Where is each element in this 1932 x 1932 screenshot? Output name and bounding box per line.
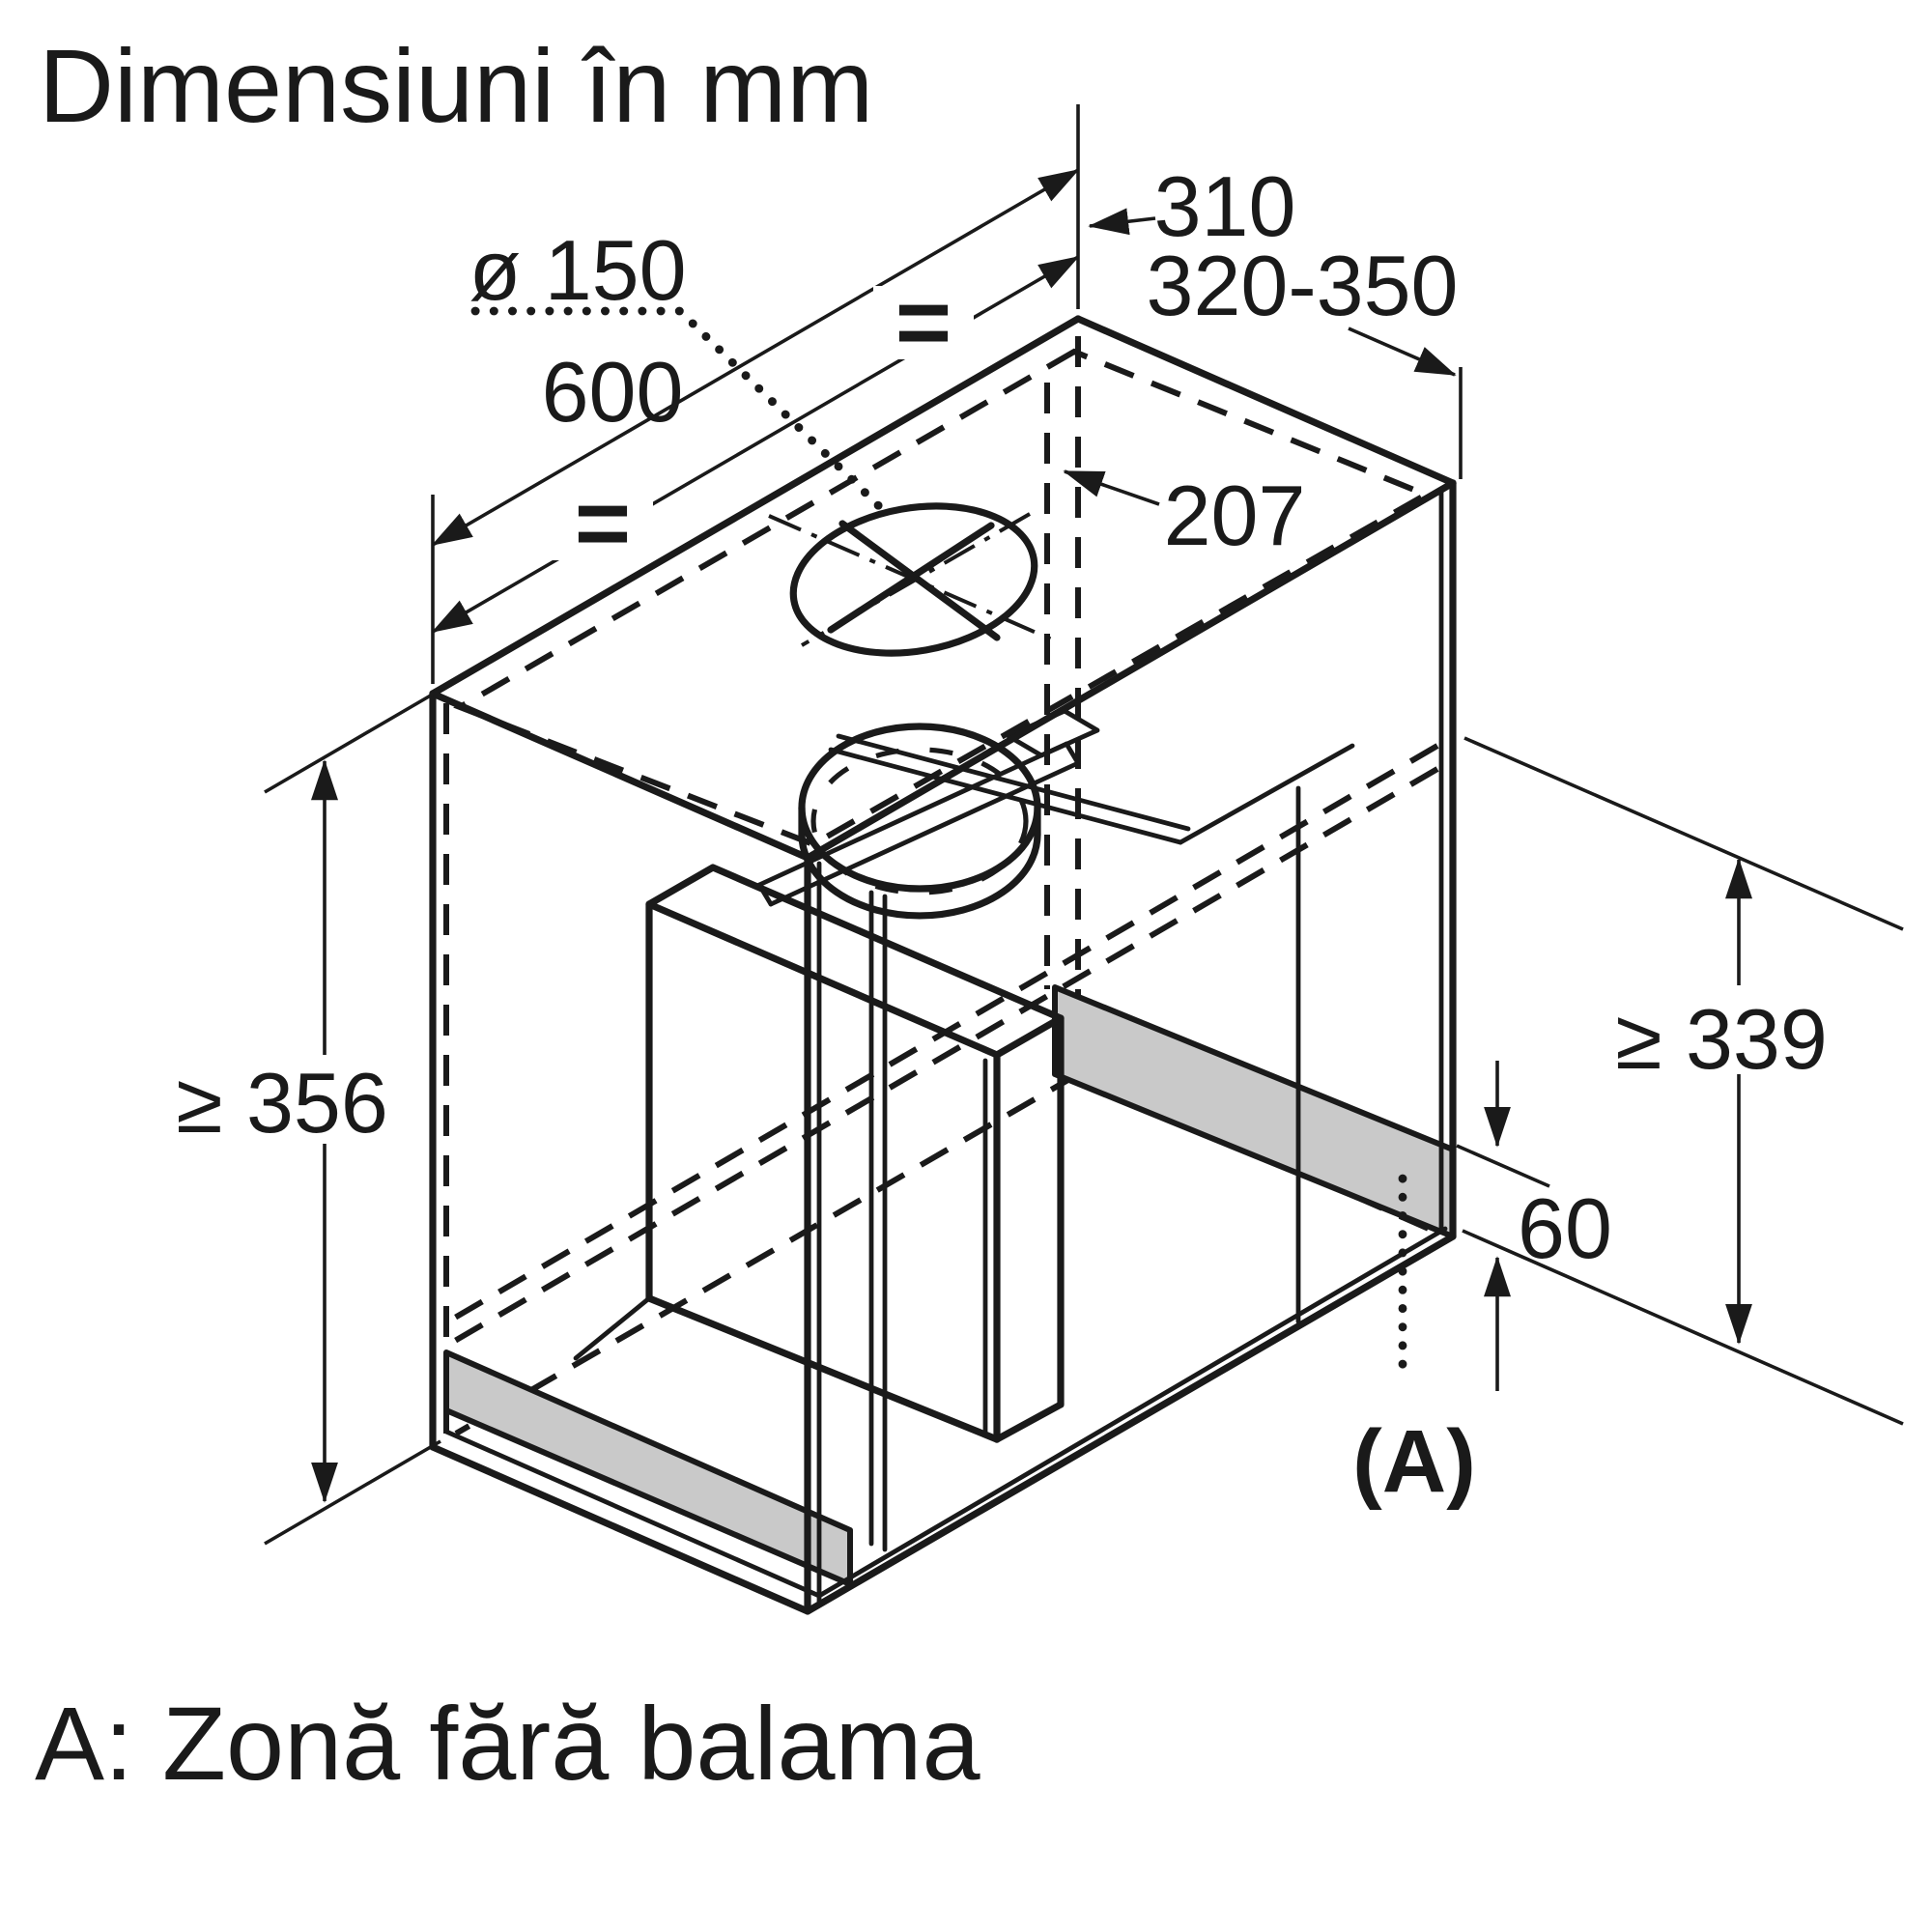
- diameter-leader: [470, 306, 886, 513]
- hinge-free-strip-right: [1052, 984, 1456, 1239]
- hood-front-strip: [443, 1350, 853, 1587]
- legend-caption: A: Zonă fără balama: [35, 1685, 980, 1802]
- zone-a-label: (A): [1352, 1412, 1476, 1511]
- equals-mark-2: =: [895, 269, 952, 377]
- dim-min-height-right: ≥ 339: [1615, 991, 1828, 1087]
- labels: Dimensiuni în mm ø 150 600 310 320-350 2…: [35, 27, 1828, 1802]
- dim-top-depth: 310: [1154, 158, 1296, 254]
- dim-depth-range: 320-350: [1147, 238, 1459, 333]
- dim-duct-offset: 207: [1164, 468, 1306, 563]
- page-title: Dimensiuni în mm: [39, 27, 873, 144]
- dim-cabinet-width: 600: [542, 344, 684, 440]
- dim-strip-height: 60: [1518, 1180, 1612, 1276]
- duct-cutout: [768, 502, 1062, 657]
- dim-min-height-left: ≥ 356: [176, 1055, 388, 1151]
- equals-mark-1: =: [575, 469, 631, 578]
- dim-duct-diameter: ø 150: [469, 222, 686, 318]
- label-backgrounds: [158, 286, 1843, 1144]
- dimension-lines: [264, 104, 1904, 1546]
